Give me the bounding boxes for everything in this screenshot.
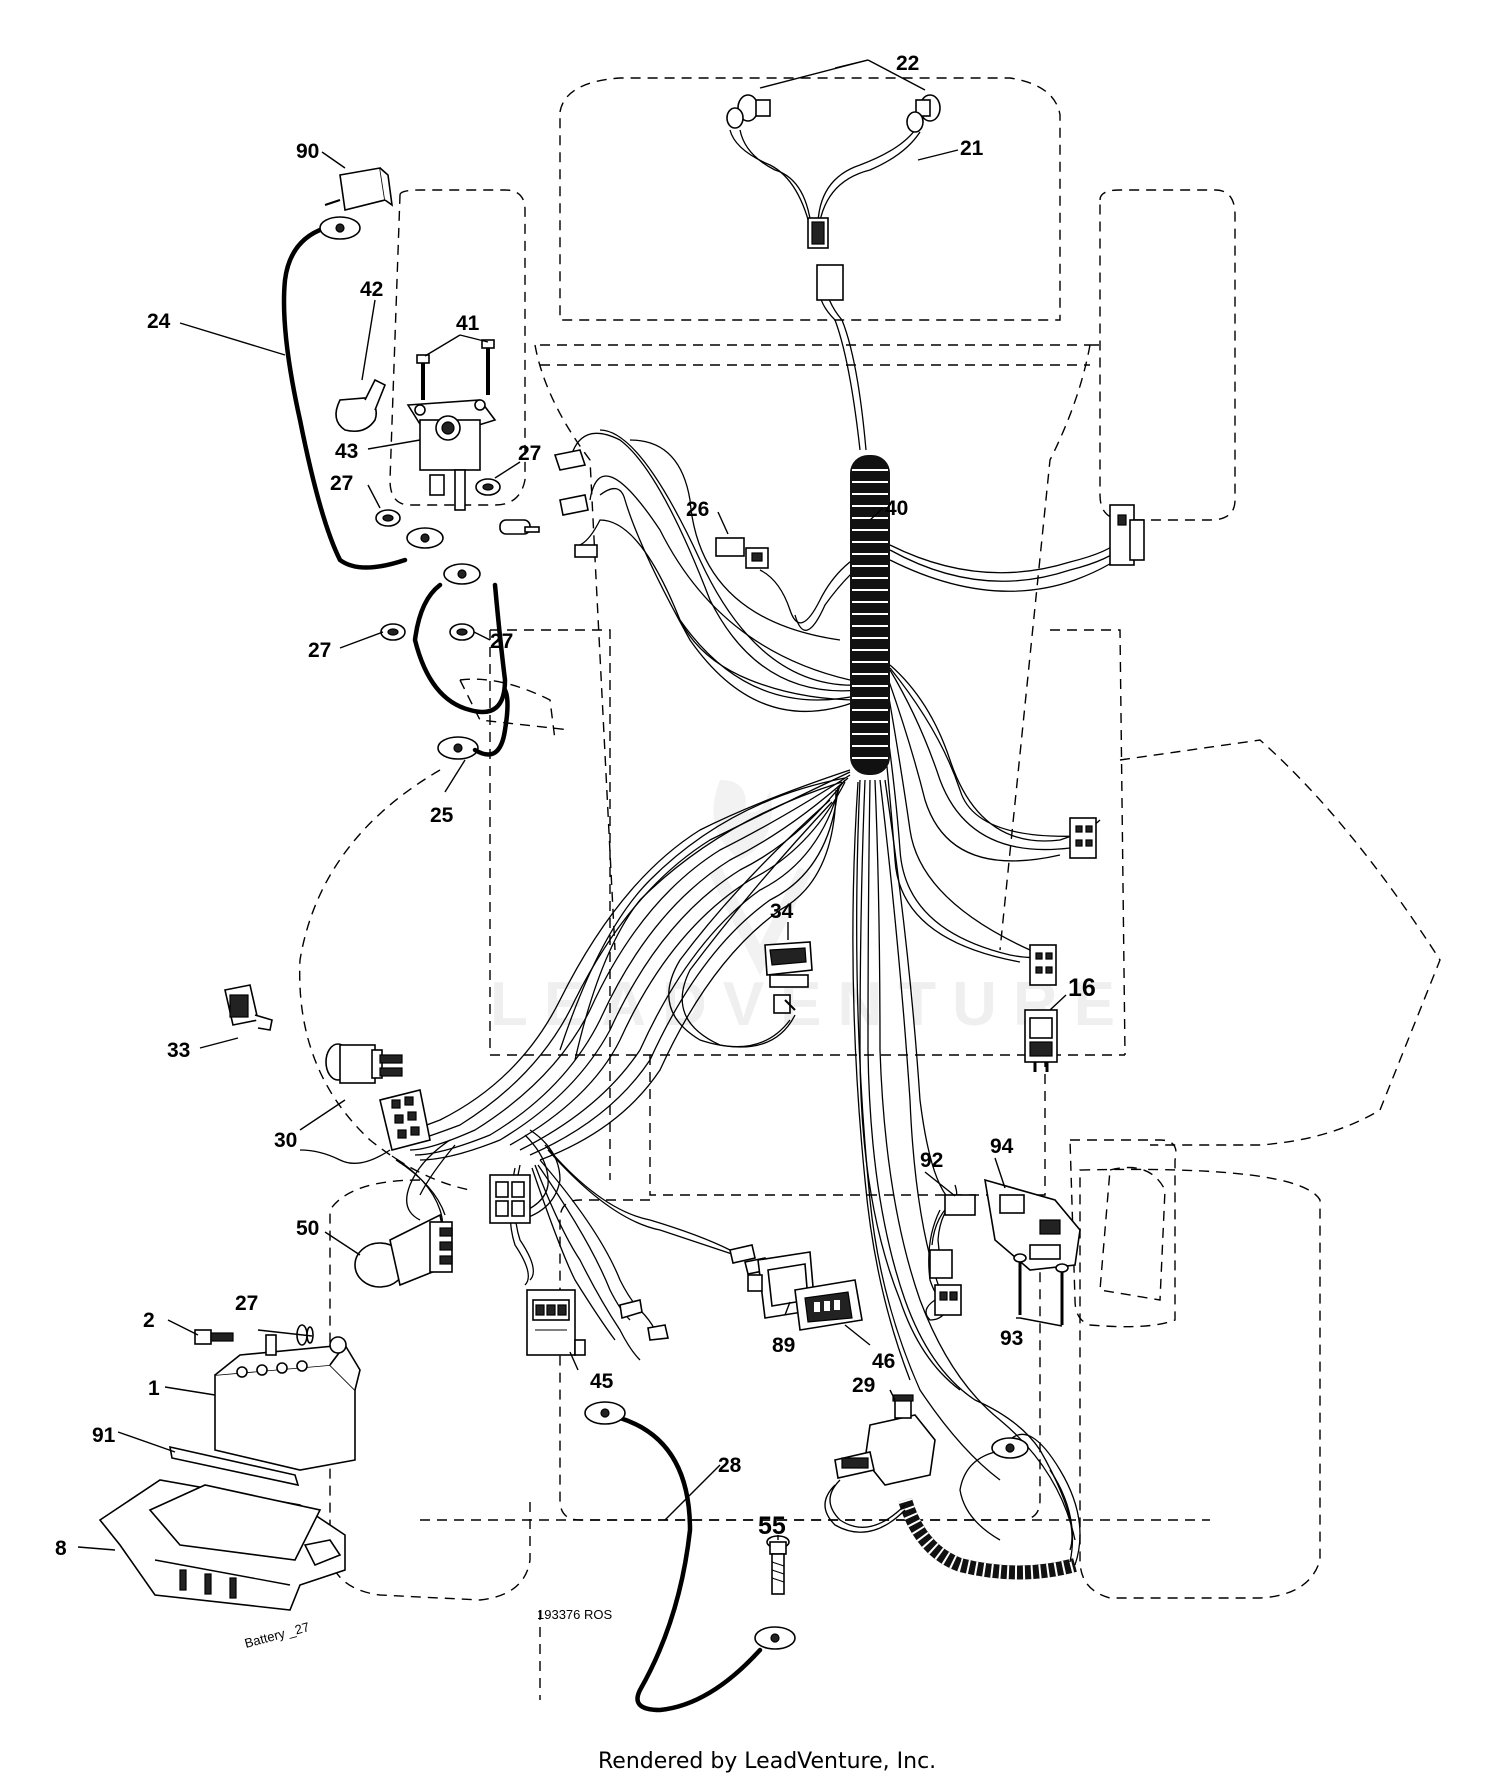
- connector-right-lower: [1029, 944, 1057, 986]
- callout-42: 42: [360, 278, 383, 301]
- wire-harness-40: [299, 129, 1131, 1551]
- callout-21: 21: [960, 137, 984, 160]
- tractor-outline: [298, 77, 1441, 1700]
- callout-91: 91: [92, 1424, 116, 1447]
- headlight-connector: [807, 217, 844, 301]
- callout-1: 1: [148, 1377, 160, 1400]
- callout-27-upper-right: 27: [518, 442, 541, 465]
- ignition-switch-30: [325, 1043, 403, 1084]
- callout-33: 33: [167, 1039, 190, 1062]
- coiled-cord: [824, 1433, 1081, 1580]
- callout-50: 50: [296, 1217, 319, 1240]
- ignition-key-33: [224, 984, 273, 1031]
- hour-meter-45: [526, 1289, 586, 1356]
- ground-cable-28: [584, 1401, 796, 1713]
- headlight-right: [906, 94, 941, 133]
- connector-4pin: [489, 1174, 531, 1224]
- meter-terminals: [619, 1244, 769, 1341]
- cable-25: [412, 563, 510, 760]
- rocker-switch-34: [764, 941, 813, 1014]
- terminal-boot-42: [335, 378, 387, 433]
- callout-2: 2: [143, 1309, 155, 1332]
- callout-92: 92: [920, 1149, 943, 1172]
- main-connector: [379, 1089, 431, 1151]
- callout-43: 43: [335, 440, 358, 463]
- callout-27-battery: 27: [235, 1292, 258, 1315]
- leader-lines: [77, 59, 1067, 1551]
- callout-55: 55: [758, 1512, 786, 1540]
- brake-switch-16: [1024, 1009, 1058, 1072]
- interlock-module-94: [984, 1178, 1081, 1271]
- hex-nuts-27: [375, 478, 501, 641]
- connector-right-upper: [1069, 817, 1097, 859]
- bolt-2: [194, 1329, 234, 1345]
- battery-cable-24: [281, 216, 444, 570]
- callout-26: 26: [686, 498, 709, 521]
- harness-loom-40: [850, 455, 890, 775]
- callout-30: 30: [274, 1129, 297, 1152]
- callout-24: 24: [147, 310, 171, 333]
- bolt-55: [766, 1535, 790, 1595]
- callout-93: 93: [1000, 1327, 1023, 1350]
- seat-switch-connector: [1109, 504, 1145, 566]
- callout-45: 45: [590, 1370, 614, 1393]
- bolts-41: [416, 339, 495, 400]
- drawing-id: 193376 ROS: [537, 1607, 612, 1622]
- callout-27-lower-right: 27: [490, 630, 513, 653]
- terminal-cover-90: [324, 167, 394, 211]
- callout-27-lower-left: 27: [308, 639, 331, 662]
- pto-switch-50: [354, 1213, 453, 1288]
- callout-22: 22: [896, 52, 919, 75]
- relay-92: [929, 1194, 976, 1316]
- battery-strap-91: [168, 1445, 300, 1487]
- headlight-left: [726, 94, 771, 129]
- callout-25: 25: [430, 804, 454, 827]
- fuse-holder-terminals: [499, 449, 598, 558]
- callout-34: 34: [770, 900, 794, 923]
- callout-89: 89: [772, 1334, 795, 1357]
- callout-16: 16: [1068, 974, 1096, 1002]
- battery-tray-8: [98, 1479, 346, 1611]
- callout-94: 94: [990, 1135, 1014, 1158]
- starter-solenoid: [406, 399, 497, 511]
- callout-90: 90: [296, 140, 319, 163]
- callout-28: 28: [718, 1454, 742, 1477]
- callout-41: 41: [456, 312, 480, 335]
- battery-tray-tag: Battery _27: [243, 1619, 311, 1651]
- footer-credit: Rendered by LeadVenture, Inc.: [598, 1749, 936, 1774]
- callout-46: 46: [872, 1350, 895, 1373]
- callout-29: 29: [852, 1374, 875, 1397]
- screws-93: [1013, 1253, 1069, 1325]
- switch-29: [834, 1394, 936, 1486]
- fuel-gauge-46: [794, 1279, 863, 1331]
- callout-8: 8: [55, 1537, 67, 1560]
- fuse-26: [715, 537, 769, 569]
- callout-27-upper-left: 27: [330, 472, 353, 495]
- battery-1: [214, 1334, 361, 1471]
- callout-40: 40: [885, 497, 908, 520]
- callout-labels: 22 21 90 42 41 24 43 27 27 26 40 27 27 2…: [55, 52, 1096, 1560]
